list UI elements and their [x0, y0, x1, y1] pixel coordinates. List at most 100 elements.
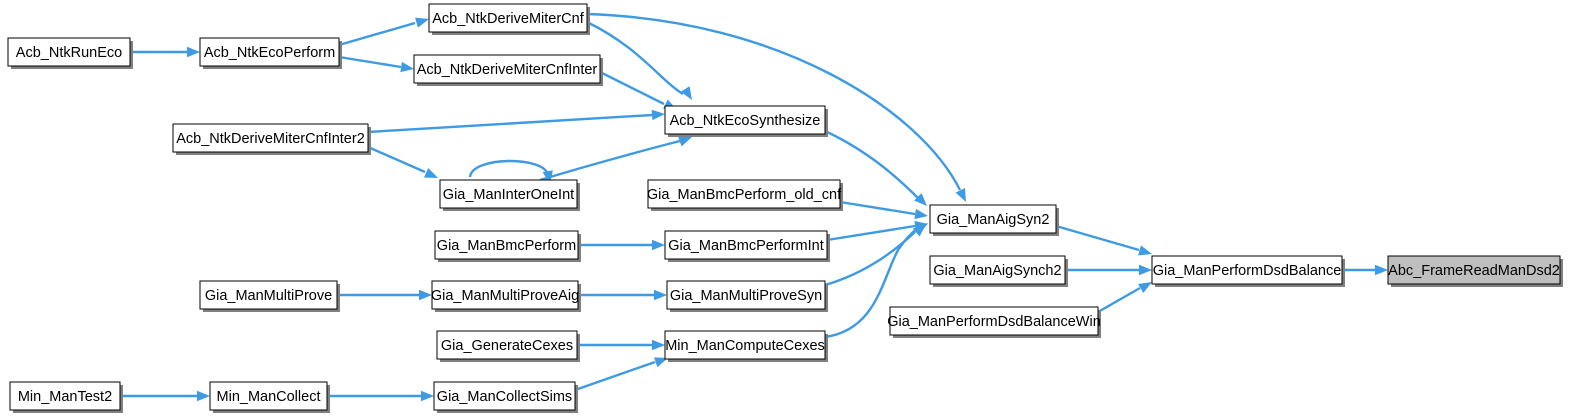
node-box[interactable] — [1387, 255, 1561, 285]
node-box[interactable] — [889, 306, 1099, 336]
graph-edge-arrowhead — [914, 208, 928, 220]
graph-node-gia-mancollectsims[interactable]: Gia_ManCollectSims — [433, 381, 578, 413]
graph-edge — [367, 113, 653, 134]
node-label: Acb_NtkEcoPerform — [204, 45, 335, 61]
graph-node-gia-manmultiproveaig[interactable]: Gia_ManMultiProveAig — [431, 280, 581, 312]
graph-node-gia-manbmcperform[interactable]: Gia_ManBmcPerform — [434, 230, 581, 262]
node-label: Min_ManTest2 — [18, 389, 112, 405]
graph-edge — [824, 231, 916, 287]
graph-edge-arrowhead — [421, 390, 434, 402]
node-box[interactable] — [199, 280, 338, 310]
graph-edge-arrowhead — [652, 239, 665, 251]
node-box[interactable] — [434, 230, 579, 260]
graph-edge — [338, 21, 416, 47]
node-box[interactable] — [664, 330, 826, 360]
node-label: Gia_ManMultiProveSyn — [670, 288, 822, 304]
graph-node-gia-manperformdsdbalance[interactable]: Gia_ManPerformDsdBalance — [1151, 255, 1345, 287]
graph-node-min-mancollect[interactable]: Min_ManCollect — [209, 381, 330, 413]
graph-node-gia-generatecexes[interactable]: Gia_GenerateCexes — [436, 330, 580, 362]
node-box[interactable] — [433, 381, 576, 411]
node-label: Min_ManCollect — [217, 389, 321, 405]
graph-node-abc-framereadmandsd2[interactable]: Abc_FrameReadManDsd2 — [1387, 255, 1563, 287]
node-label: Abc_FrameReadManDsd2 — [1388, 263, 1560, 279]
node-label: Acb_NtkDeriveMiterCnfInter2 — [176, 131, 365, 147]
graph-edge — [586, 12, 962, 191]
node-label: Min_ManComputeCexes — [665, 338, 825, 354]
graph-node-acb-ntkecosynthesize[interactable]: Acb_NtkEcoSynthesize — [664, 105, 828, 137]
node-box[interactable] — [929, 255, 1066, 285]
graph-edge-arrowhead — [1139, 264, 1152, 276]
node-label: Gia_ManMultiProveAig — [431, 288, 579, 304]
graph-edge-arrowhead — [1138, 282, 1152, 294]
node-label: Gia_ManCollectSims — [437, 389, 572, 405]
graph-edge-arrowhead — [1375, 264, 1388, 276]
graph-node-gia-manbmcperform-old-cnf[interactable]: Gia_ManBmcPerform_old_cnf — [647, 179, 843, 211]
graph-node-acb-ntkruneco[interactable]: Acb_NtkRunEco — [7, 37, 133, 69]
node-box[interactable] — [929, 204, 1057, 234]
graph-edge-arrowhead — [680, 86, 692, 100]
graph-node-gia-manbmcperformint[interactable]: Gia_ManBmcPerformInt — [664, 230, 830, 262]
graph-node-gia-manaigsynch2[interactable]: Gia_ManAigSynch2 — [929, 255, 1068, 287]
node-box[interactable] — [647, 179, 841, 209]
node-box[interactable] — [439, 179, 578, 209]
node-label: Gia_ManBmcPerform — [437, 238, 576, 254]
graph-edge-arrowhead — [424, 167, 438, 178]
graph-node-acb-ntkderivemitercnf[interactable]: Acb_NtkDeriveMiterCnf — [428, 3, 590, 35]
graph-edge-arrowhead — [955, 188, 966, 202]
graph-edge-arrowhead — [415, 17, 429, 28]
graph-edge — [826, 224, 916, 242]
node-label: Gia_ManPerformDsdBalanceWin — [887, 314, 1101, 330]
node-box[interactable] — [209, 381, 328, 411]
graph-node-min-mantest2[interactable]: Min_ManTest2 — [9, 381, 123, 413]
node-box[interactable] — [666, 280, 826, 310]
node-box[interactable] — [428, 3, 588, 33]
node-box[interactable] — [664, 105, 826, 135]
node-box[interactable] — [436, 330, 578, 360]
node-label: Gia_ManBmcPerformInt — [668, 238, 824, 254]
graph-edge — [824, 129, 919, 199]
edge-layer — [120, 12, 1388, 402]
graph-node-gia-manperformdsdbalancewin[interactable]: Gia_ManPerformDsdBalanceWin — [887, 306, 1101, 338]
graph-node-gia-manmultiprovesyn[interactable]: Gia_ManMultiProveSyn — [666, 280, 828, 312]
node-box[interactable] — [413, 54, 601, 84]
graph-edge — [599, 70, 665, 106]
graph-edge — [839, 200, 916, 216]
node-box[interactable] — [7, 37, 131, 67]
graph-edge-arrowhead — [1138, 245, 1152, 256]
node-box[interactable] — [431, 280, 579, 310]
graph-edge-arrowhead — [652, 339, 665, 351]
graph-node-acb-ntkderivemitercnfinter2[interactable]: Acb_NtkDeriveMiterCnfInter2 — [172, 123, 371, 155]
graph-node-acb-ntkecoperform[interactable]: Acb_NtkEcoPerform — [199, 37, 342, 69]
graph-edge — [824, 227, 919, 339]
node-box[interactable] — [199, 37, 340, 67]
graph-edge-arrowhead — [914, 223, 928, 235]
node-box[interactable] — [1151, 255, 1343, 285]
graph-edge — [468, 159, 550, 178]
graph-edge-arrowhead — [654, 357, 668, 368]
node-box[interactable] — [9, 381, 121, 411]
node-label: Gia_ManMultiProve — [205, 288, 332, 304]
graph-node-acb-ntkderivemitercnfinter[interactable]: Acb_NtkDeriveMiterCnfInter — [413, 54, 603, 86]
node-label: Gia_ManBmcPerform_old_cnf — [647, 187, 842, 203]
node-label: Gia_ManInterOneInt — [443, 187, 574, 203]
graph-edge-arrowhead — [400, 61, 414, 73]
node-label: Acb_NtkDeriveMiterCnf — [432, 11, 584, 27]
graph-edge-arrowhead — [678, 136, 692, 147]
graph-node-min-mancomputecexes[interactable]: Min_ManComputeCexes — [664, 330, 828, 362]
node-label: Gia_GenerateCexes — [441, 338, 573, 354]
graph-edge — [1097, 286, 1141, 314]
graph-node-gia-manaigsyn2[interactable]: Gia_ManAigSyn2 — [929, 204, 1059, 236]
node-label: Acb_NtkRunEco — [16, 45, 122, 61]
graph-node-gia-maninteroneint[interactable]: Gia_ManInterOneInt — [439, 179, 580, 211]
graph-edge-arrowhead — [197, 390, 210, 402]
graph-edge — [1055, 224, 1140, 252]
node-label: Gia_ManAigSynch2 — [933, 263, 1061, 279]
node-box[interactable] — [172, 123, 369, 153]
graph-node-gia-manmultiprove[interactable]: Gia_ManMultiProve — [199, 280, 340, 312]
node-label: Acb_NtkEcoSynthesize — [670, 113, 821, 129]
node-box[interactable] — [664, 230, 828, 260]
node-label: Gia_ManPerformDsdBalance — [1153, 263, 1342, 279]
node-label: Acb_NtkDeriveMiterCnfInter — [417, 62, 598, 78]
